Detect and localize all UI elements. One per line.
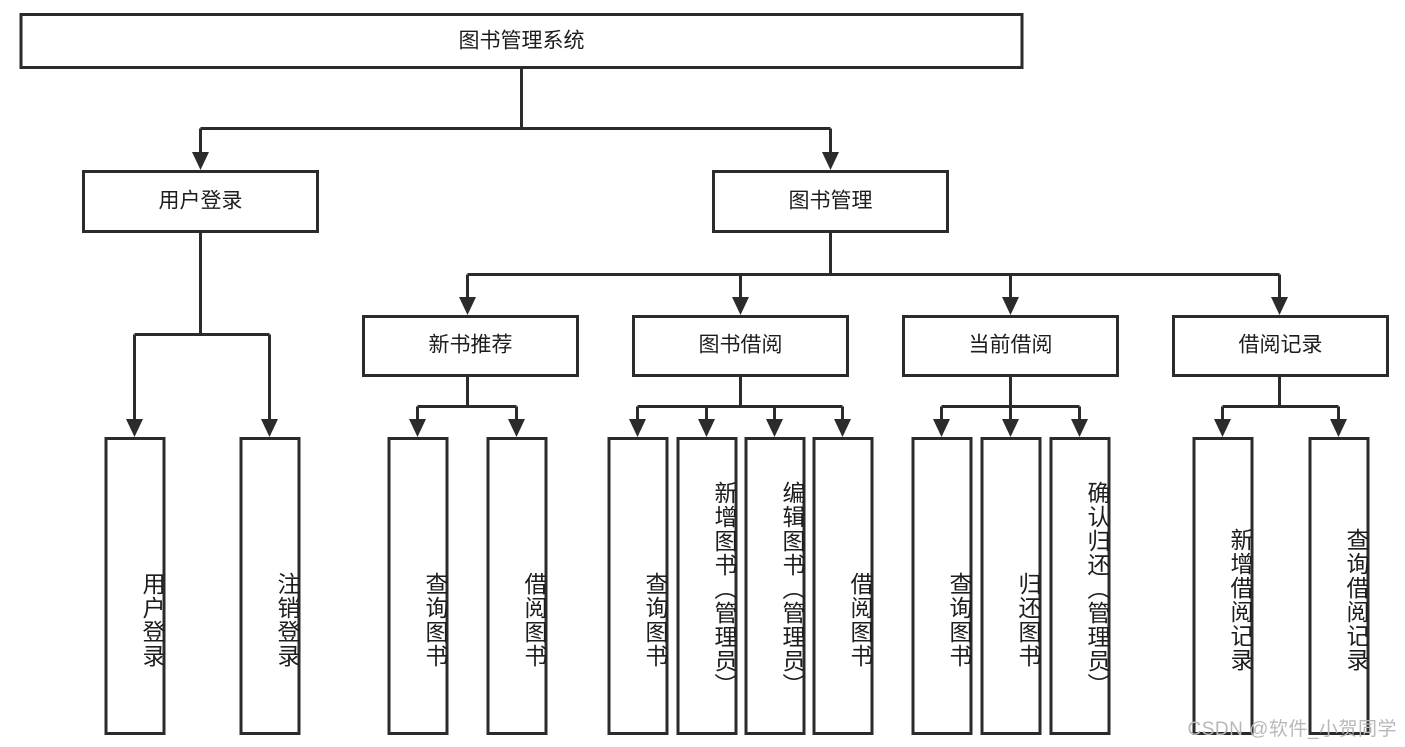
leaf-box-confirm-return[interactable] bbox=[1049, 437, 1111, 735]
node-user-login-box[interactable] bbox=[82, 170, 319, 233]
node-current-borrow-label: 当前借阅 bbox=[969, 334, 1053, 357]
arrowhead-leaf-query-book-1 bbox=[409, 419, 426, 437]
connector-group-new-book-rec bbox=[409, 376, 525, 437]
leaf-boxes-group bbox=[104, 437, 1370, 735]
node-root-box[interactable] bbox=[19, 13, 1024, 69]
connector-group-user-login bbox=[126, 232, 278, 437]
leaf-box-return-book[interactable] bbox=[980, 437, 1042, 735]
arrowhead-leaf-query-book-2 bbox=[629, 419, 646, 437]
node-new-book-rec-label: 新书推荐 bbox=[429, 334, 513, 357]
arrowhead-leaf-query-record bbox=[1330, 419, 1347, 437]
arrowhead-leaf-add-book bbox=[698, 419, 715, 437]
arrowhead-book-borrow bbox=[732, 297, 749, 315]
leaf-box-query-book-1[interactable] bbox=[387, 437, 449, 735]
arrowhead-leaf-edit-book bbox=[766, 419, 783, 437]
node-book-borrow-label: 图书借阅 bbox=[699, 334, 783, 357]
arrowhead-leaf-confirm-return bbox=[1071, 419, 1088, 437]
connector-group-current-borrow bbox=[933, 376, 1088, 437]
csdn-watermark: CSDN @软件_小贺同学 bbox=[1187, 719, 1397, 740]
arrowhead-leaf-borrow-book-2 bbox=[834, 419, 851, 437]
leaf-box-user-login[interactable] bbox=[104, 437, 166, 735]
arrowhead-current-borrow bbox=[1002, 297, 1019, 315]
node-user-login-label: 用户登录 bbox=[159, 190, 243, 213]
node-current-borrow-box[interactable] bbox=[902, 315, 1119, 377]
node-root-label: 图书管理系统 bbox=[459, 30, 585, 53]
leaf-box-query-record[interactable] bbox=[1308, 437, 1370, 735]
arrowhead-leaf-return-book bbox=[1002, 419, 1019, 437]
node-book-manage[interactable]: 图书管理 bbox=[712, 170, 949, 233]
arrowhead-leaf-borrow-book-1 bbox=[508, 419, 525, 437]
connector-group-book-manage bbox=[459, 232, 1288, 315]
node-book-manage-box[interactable] bbox=[712, 170, 949, 233]
connector-group-borrow-record bbox=[1214, 376, 1347, 437]
node-current-borrow[interactable]: 当前借阅 bbox=[902, 315, 1119, 377]
node-book-manage-label: 图书管理 bbox=[789, 190, 873, 213]
node-new-book-rec-box[interactable] bbox=[362, 315, 579, 377]
node-user-login[interactable]: 用户登录 bbox=[82, 170, 319, 233]
leaf-box-user-logout[interactable] bbox=[239, 437, 301, 735]
node-book-borrow-box[interactable] bbox=[632, 315, 849, 377]
leaf-box-borrow-book-1[interactable] bbox=[486, 437, 548, 735]
arrowhead-new-book-rec bbox=[459, 297, 476, 315]
connector-group-book-borrow bbox=[629, 376, 851, 437]
node-borrow-record[interactable]: 借阅记录 bbox=[1172, 315, 1389, 377]
node-borrow-record-label: 借阅记录 bbox=[1239, 334, 1323, 357]
leaf-box-add-record[interactable] bbox=[1192, 437, 1254, 735]
node-borrow-record-box[interactable] bbox=[1172, 315, 1389, 377]
leaf-box-add-book[interactable] bbox=[676, 437, 738, 735]
arrowhead-user-login bbox=[192, 152, 209, 170]
connector-group-root bbox=[192, 68, 839, 170]
arrowhead-leaf-query-book-3 bbox=[933, 419, 950, 437]
node-root[interactable]: 图书管理系统 bbox=[19, 13, 1024, 69]
leaf-box-edit-book[interactable] bbox=[744, 437, 806, 735]
arrowhead-leaf-user-login bbox=[126, 419, 143, 437]
leaf-box-borrow-book-2[interactable] bbox=[812, 437, 874, 735]
arrowhead-leaf-user-logout bbox=[261, 419, 278, 437]
arrowhead-book-manage bbox=[822, 152, 839, 170]
arrowhead-borrow-record bbox=[1271, 297, 1288, 315]
leaf-box-query-book-2[interactable] bbox=[607, 437, 669, 735]
arrowhead-leaf-add-record bbox=[1214, 419, 1231, 437]
node-new-book-rec[interactable]: 新书推荐 bbox=[362, 315, 579, 377]
node-book-borrow[interactable]: 图书借阅 bbox=[632, 315, 849, 377]
leaf-box-query-book-3[interactable] bbox=[911, 437, 973, 735]
